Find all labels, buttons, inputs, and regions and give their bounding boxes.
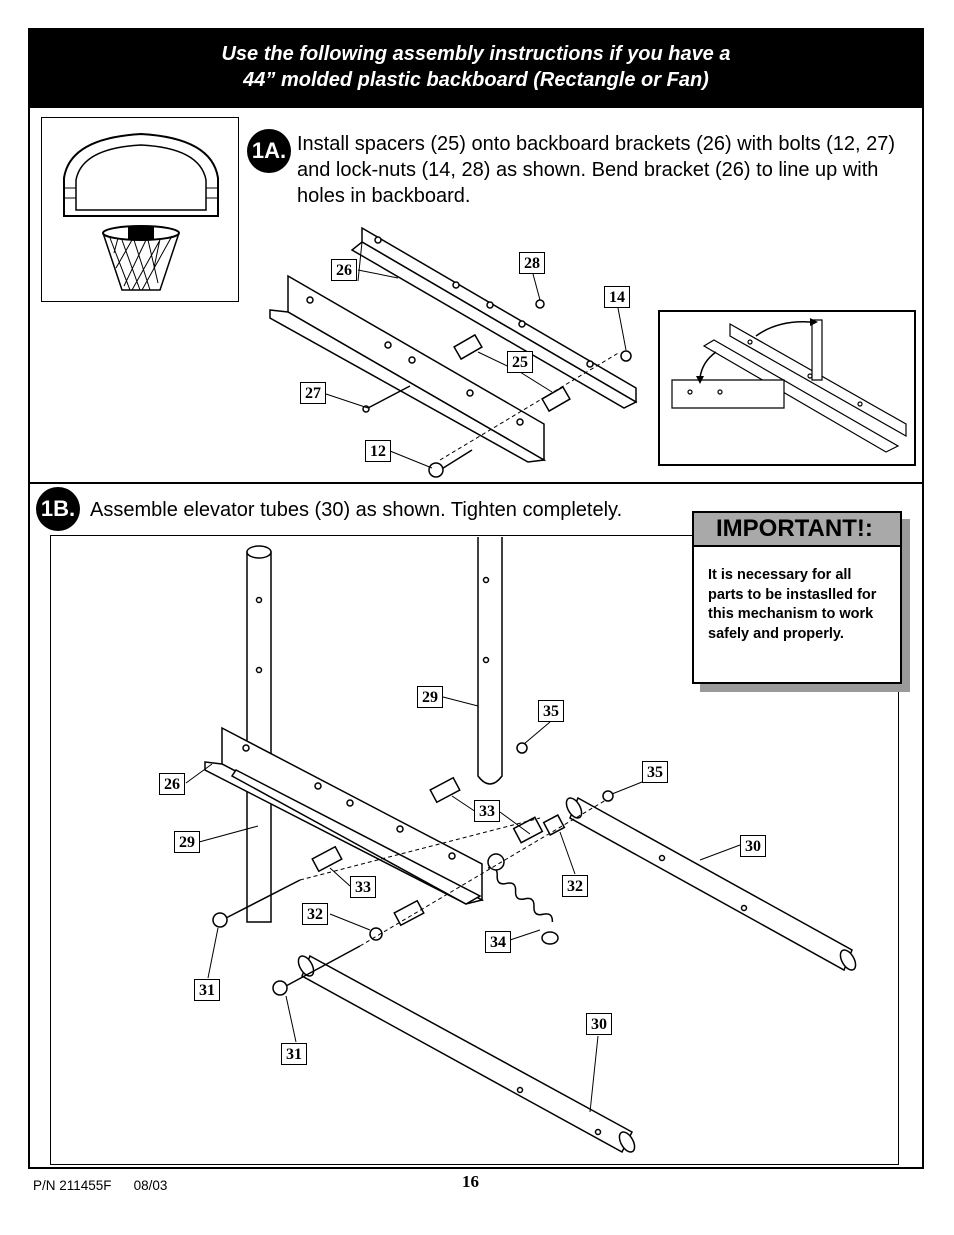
tube-29-right [477,537,503,785]
backboard-illustration [63,132,219,291]
step-1b-leader-lines [185,696,741,1113]
callout-27: 27 [300,382,326,404]
bolt-12 [428,449,473,478]
elevator-diagram-box [50,535,899,1165]
bracket-26 [204,726,485,905]
important-body: It is necessary for all parts to be inst… [708,567,877,642]
callout-33-upper: 33 [474,800,500,822]
step-1b-text: Assemble elevator tubes (30) as shown. T… [90,499,623,521]
revision-date: 08/03 [133,1178,168,1193]
callout-29-upper: 29 [417,686,443,708]
callout-32-right: 32 [562,875,588,897]
step-1b-badge: 1B. [36,487,80,531]
important-box: IMPORTANT!: It is necessary for all part… [692,511,902,684]
nut-35-upper [516,742,528,754]
callout-12: 12 [365,440,391,462]
callout-26-1b: 26 [159,773,185,795]
tube-30-rear [565,796,857,972]
spring-34 [487,853,559,945]
backboard-bracket-front [269,274,547,463]
bend-bracket-inset [658,310,916,466]
spacer-33 [311,776,461,927]
important-title: IMPORTANT!: [694,513,900,547]
callout-32-left: 32 [302,903,328,925]
callout-30-front: 30 [586,1013,612,1035]
header-line-1: Use the following assembly instructions … [221,43,731,65]
callout-28: 28 [519,252,545,274]
step-1a-text: Install spacers (25) onto backboard brac… [297,133,896,207]
lock-nut-14 [620,350,632,362]
step-1a-badge: 1A. [247,129,291,173]
bolt-31 [212,879,361,996]
callout-33-lower: 33 [350,876,376,898]
header-banner: Use the following assembly instructions … [28,28,924,108]
spacer-25 [453,333,571,413]
callout-35-lower: 35 [642,761,668,783]
callout-31-lower: 31 [281,1043,307,1065]
callout-29-lower: 29 [174,831,200,853]
callout-31-upper: 31 [194,979,220,1001]
tube-30-front [297,954,636,1154]
bend-bracket-illustration [671,318,907,453]
page-number: 16 [462,1172,479,1191]
part-number: P/N 211455F [33,1178,112,1193]
footer-part-info: P/N 211455F 08/03 [33,1178,189,1193]
callout-14: 14 [604,286,630,308]
header-line-2: 44” molded plastic backboard (Rectangle … [243,69,709,91]
backboard-thumbnail [41,117,239,302]
callout-30-rear: 30 [740,835,766,857]
callout-34: 34 [485,931,511,953]
callout-25: 25 [507,351,533,373]
callout-26: 26 [331,259,357,281]
tube-29-left [246,545,272,923]
nut-35-lower [602,790,614,802]
backboard-bracket-rear [350,226,638,409]
spacer-32 [369,814,566,941]
callout-35-upper: 35 [538,700,564,722]
section-divider [28,482,924,484]
